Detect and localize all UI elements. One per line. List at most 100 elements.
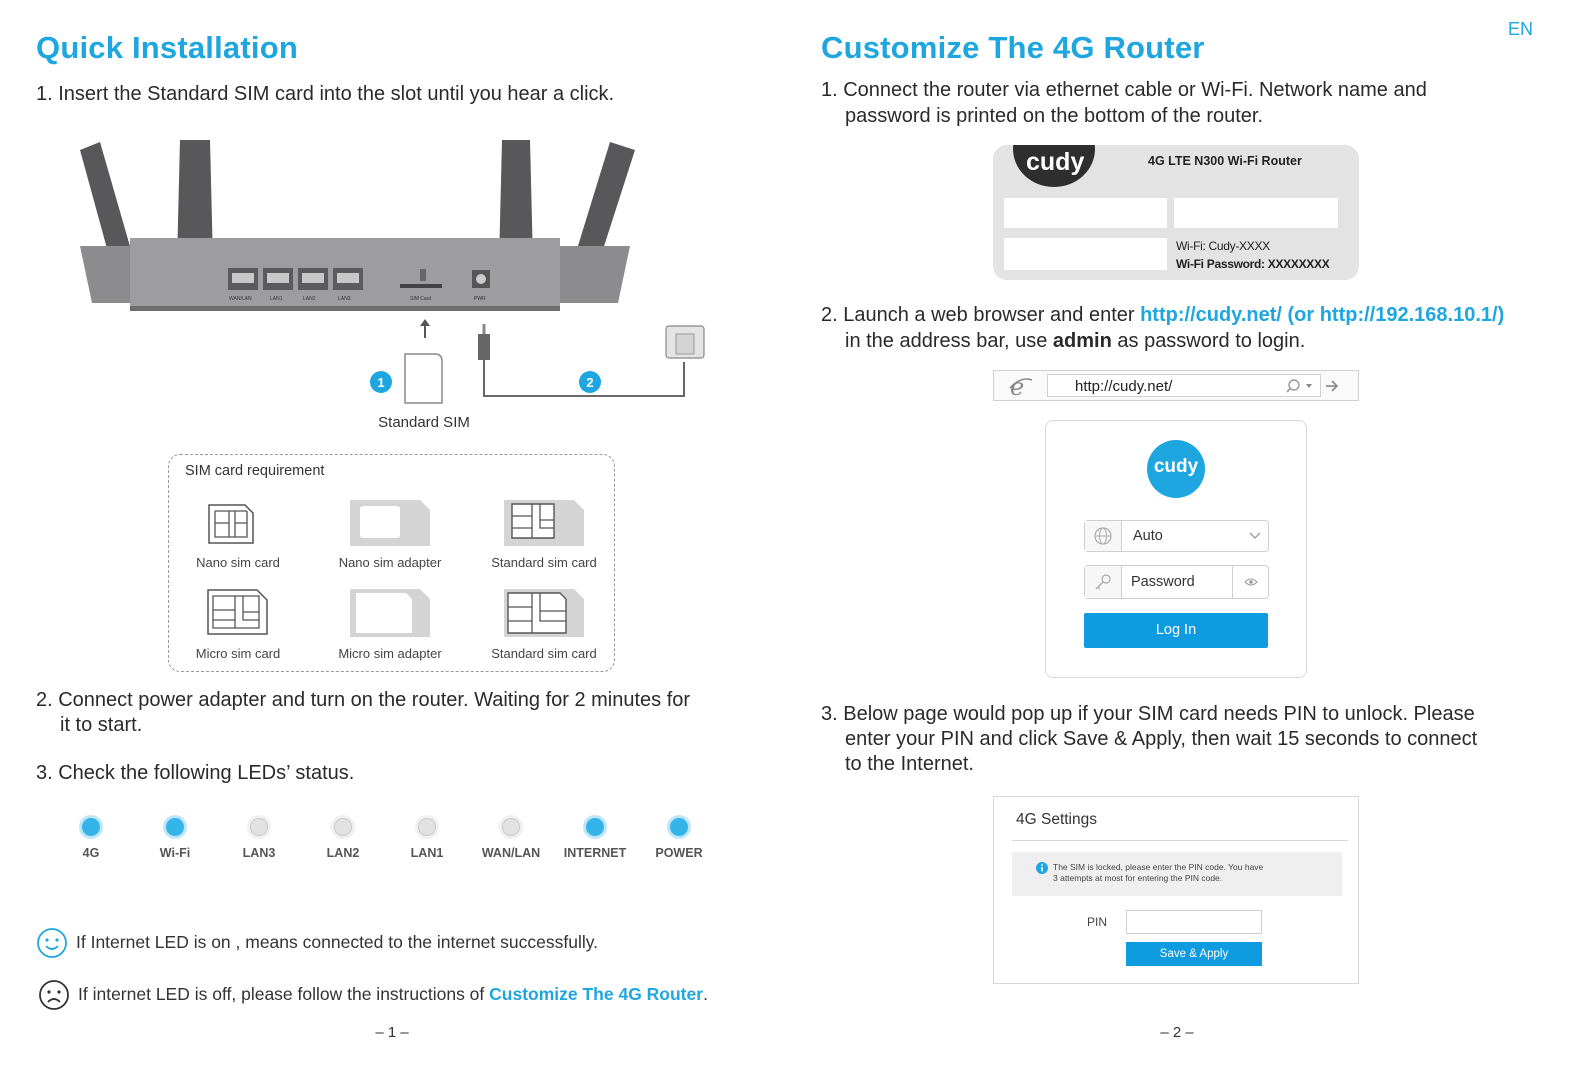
- internet-explorer-icon: e: [1009, 374, 1033, 398]
- divider: [1012, 840, 1348, 841]
- led-indicator: [250, 818, 268, 836]
- eye-icon: [1244, 578, 1258, 586]
- globe-icon: [1094, 527, 1112, 545]
- search-icon[interactable]: [1286, 378, 1320, 394]
- sim-item-label: Standard sim card: [491, 646, 597, 661]
- sim-item-label: Standard sim card: [491, 555, 597, 570]
- go-arrow-icon[interactable]: [1324, 379, 1340, 393]
- label-model: 4G LTE N300 Wi-Fi Router: [1148, 154, 1302, 168]
- right-page-title: Customize The 4G Router: [821, 30, 1205, 65]
- led-label: Wi-Fi: [159, 846, 191, 860]
- page-number-1: – 1 –: [375, 1024, 409, 1041]
- label-wifi-password: Wi-Fi Password: XXXXXXXX: [1176, 257, 1330, 271]
- standard-sim-label: Standard SIM: [378, 414, 470, 431]
- smiley-icon: [37, 928, 67, 958]
- micro-sim-adapter-icon: [350, 589, 430, 637]
- customize-router-link[interactable]: Customize The 4G Router: [489, 984, 704, 1004]
- sim-locked-alert: The SIM is locked, please enter the PIN …: [1012, 852, 1342, 896]
- right-step-2-cont-suffix: as password to login.: [1111, 330, 1306, 352]
- right-step-3: 3. Below page would pop up if your SIM c…: [821, 703, 1475, 725]
- sim-item-label: Nano sim adapter: [338, 555, 442, 570]
- login-brand: cudy: [1153, 456, 1199, 477]
- led-label: LAN2: [326, 846, 360, 860]
- settings-panel: 4G Settings The SIM is locked, please en…: [993, 796, 1359, 984]
- pin-label: PIN: [1087, 915, 1108, 929]
- led-indicator: [586, 818, 604, 836]
- url-text: http://cudy.net/: [1075, 378, 1173, 395]
- led-indicator: [670, 818, 688, 836]
- right-step-3-cont: enter your PIN and click Save & Apply, t…: [845, 728, 1478, 750]
- pin-input[interactable]: [1126, 910, 1262, 934]
- sad-face-icon: [39, 980, 69, 1010]
- note-led-off-text: If internet LED is off, please follow th…: [78, 984, 490, 1004]
- info-icon: [1036, 862, 1048, 874]
- left-step-2: 2. Connect power adapter and turn on the…: [36, 689, 691, 711]
- sim-item-label: Micro sim card: [195, 646, 281, 661]
- note-led-on: If Internet LED is on , means connected …: [76, 932, 599, 952]
- nano-sim-adapter-icon: [350, 500, 430, 546]
- right-step-2-cont-text: in the address bar, use: [845, 330, 1053, 352]
- standard-sim-icon: [504, 500, 584, 546]
- port-label: LAN3: [338, 296, 351, 302]
- note-led-off: If internet LED is off, please follow th…: [78, 984, 708, 1005]
- password-placeholder: Password: [1131, 574, 1195, 590]
- login-panel: cudy Auto Password: [1045, 420, 1307, 678]
- led-label: LAN3: [242, 846, 276, 860]
- admin-password: admin: [1052, 330, 1112, 352]
- micro-sim-icon: [207, 589, 268, 635]
- label-blank-box: [1004, 238, 1167, 270]
- key-icon-box: [1085, 566, 1122, 598]
- password-input[interactable]: Password: [1084, 565, 1269, 599]
- led-label: INTERNET: [563, 846, 627, 860]
- right-step-1-cont: password is printed on the bottom of the…: [845, 105, 1264, 127]
- led-label: 4G: [82, 846, 100, 860]
- nano-sim-icon: [208, 504, 254, 544]
- login-button[interactable]: Log In: [1084, 613, 1268, 648]
- label-wifi-name: Wi-Fi: Cudy-XXXX: [1176, 239, 1270, 253]
- note-led-off-suffix: .: [703, 984, 708, 1004]
- right-step-3-cont2: to the Internet.: [845, 753, 974, 775]
- right-step-1: 1. Connect the router via ethernet cable…: [821, 79, 1427, 101]
- sim-item-label: Micro sim adapter: [338, 646, 442, 661]
- right-step-2: 2. Launch a web browser and enter http:/…: [821, 302, 1504, 328]
- settings-title: 4G Settings: [1016, 811, 1097, 828]
- led-indicator: [418, 818, 436, 836]
- led-indicator: [82, 818, 100, 836]
- label-brand: cudy: [1026, 148, 1085, 176]
- label-blank-box: [1004, 198, 1167, 228]
- standard-sim-icon: [504, 589, 584, 637]
- right-step-2-cont: in the address bar, use admin as passwor…: [845, 328, 1305, 354]
- browser-address-bar: e http://cudy.net/: [993, 370, 1359, 401]
- save-apply-button[interactable]: Save & Apply: [1126, 942, 1262, 966]
- chevron-down-icon: [1249, 532, 1261, 539]
- port-label: LAN1: [270, 296, 283, 302]
- globe-icon-box: [1085, 521, 1122, 551]
- url-input[interactable]: http://cudy.net/: [1047, 374, 1321, 397]
- label-blank-box: [1174, 198, 1338, 228]
- callout-1: 1: [377, 375, 384, 390]
- router-label-card: cudy 4G LTE N300 Wi-Fi Router Wi-Fi: Cud…: [993, 145, 1359, 280]
- left-step-1: 1. Insert the Standard SIM card into the…: [36, 83, 615, 105]
- key-icon: [1095, 574, 1111, 590]
- port-label: SIM Card: [410, 296, 431, 302]
- sim-item-label: Nano sim card: [196, 555, 280, 570]
- port-label: LAN2: [303, 296, 316, 302]
- port-label: PWR: [474, 296, 486, 302]
- led-label: LAN1: [410, 846, 444, 860]
- language-value: Auto: [1133, 528, 1163, 544]
- alert-line-2: 3 attempts at most for entering the PIN …: [1053, 873, 1223, 883]
- sim-requirement-box: [168, 454, 615, 672]
- led-indicator: [502, 818, 520, 836]
- led-indicator: [334, 818, 352, 836]
- port-label: WAN/LAN: [229, 296, 252, 302]
- led-label: POWER: [655, 846, 703, 860]
- router-illustration: WAN/LAN LAN1 LAN2 LAN3 SIM Card PWR 1 2: [80, 140, 705, 404]
- language-select[interactable]: Auto: [1084, 520, 1269, 552]
- cudy-url-link[interactable]: http://cudy.net/ (or http://192.168.10.1…: [1140, 304, 1505, 326]
- left-step-3: 3. Check the following LEDs’ status.: [36, 762, 355, 784]
- sim-requirement-title: SIM card requirement: [185, 463, 325, 479]
- right-step-2-text: 2. Launch a web browser and enter: [821, 304, 1141, 326]
- show-password-toggle[interactable]: [1232, 566, 1269, 598]
- callout-2: 2: [586, 375, 593, 390]
- cudy-logo: [1147, 440, 1205, 498]
